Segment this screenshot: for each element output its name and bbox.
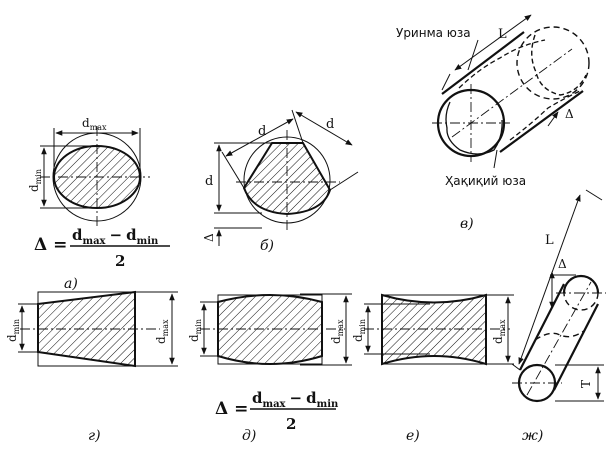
L-dimension-v bbox=[454, 14, 532, 71]
axis-line-v bbox=[451, 48, 573, 138]
ext-line-b4 bbox=[221, 151, 245, 189]
dmin-label-e: dmin bbox=[351, 319, 367, 342]
caption-g: г) bbox=[88, 428, 101, 444]
barrel-section-d bbox=[217, 294, 323, 365]
delta-label-v: Δ bbox=[565, 107, 574, 121]
formula-delta-2: Δ = bbox=[215, 399, 248, 419]
ext-line-b6 bbox=[329, 171, 359, 191]
dmax-label-a: dmax bbox=[82, 116, 107, 132]
ext-line-zh2 bbox=[585, 189, 603, 201]
caption-e: е) bbox=[406, 428, 420, 444]
generator-right-zh bbox=[553, 303, 599, 391]
generator-bottom-v bbox=[499, 90, 584, 153]
figure-g-taper: dmin dmax bbox=[5, 290, 178, 368]
dmin-label-g: dmin bbox=[5, 319, 21, 342]
dmax-label-e: dminmax bbox=[491, 319, 507, 344]
dmin-label-d: dmin bbox=[187, 319, 203, 342]
rear-circle-v bbox=[516, 26, 590, 100]
formula-delta-1: Δ = bbox=[34, 235, 67, 255]
barrel-box-d bbox=[217, 294, 323, 365]
bent-profile-zh bbox=[534, 329, 586, 341]
d-slanted-dimension-b1 bbox=[225, 118, 294, 157]
generator-left-zh bbox=[519, 283, 565, 371]
T-label-zh: Т bbox=[579, 380, 593, 388]
d-slanted-dimension-b2 bbox=[295, 111, 353, 146]
rear-actual-profile-v bbox=[531, 34, 587, 96]
formula-numerator-2: dmax−dmin bbox=[252, 389, 339, 410]
figure-v-cylinder: L Δ Уринма юза Ҳақиқий юза bbox=[396, 14, 590, 188]
leader-actual-v bbox=[493, 149, 498, 169]
formula-denominator-2: 2 bbox=[286, 415, 296, 433]
nominal-surface-label: Уринма юза bbox=[396, 26, 471, 40]
actual-profile-side-v2 bbox=[509, 89, 583, 141]
dmax-label-g: dmax bbox=[154, 319, 170, 344]
figure-d-barrel: dmin dmax bbox=[187, 293, 352, 366]
caption-zh: ж) bbox=[522, 428, 543, 444]
L-label-v: L bbox=[498, 27, 507, 42]
formula-bottom: Δ = dmax−dmin 2 bbox=[215, 389, 339, 433]
ext-line-v1 bbox=[441, 73, 451, 91]
formula-numerator-1: dmax−dmin bbox=[72, 226, 159, 247]
lobed-section-b bbox=[242, 142, 332, 216]
actual-surface-label: Ҳақиқий юза bbox=[445, 174, 526, 188]
ext-line-zh1 bbox=[511, 363, 521, 371]
d-label-b-vertical: d bbox=[205, 174, 213, 189]
leader-nominal-v bbox=[467, 39, 479, 71]
front-actual-profile-v bbox=[445, 101, 503, 155]
caption-d: д) bbox=[242, 428, 256, 444]
figure-a-ovality: dmax dmin bbox=[27, 116, 150, 226]
dmin-label-a: dmin bbox=[27, 169, 43, 192]
figure-b-lobing: d Δ d d bbox=[202, 109, 359, 246]
d-label-b-right: d bbox=[326, 117, 334, 132]
top-circle-arc-zh bbox=[562, 274, 600, 294]
caption-a: а) bbox=[64, 276, 78, 292]
d-label-b-left: d bbox=[258, 124, 266, 139]
formula-top: Δ = dmax−dmin 2 bbox=[34, 226, 170, 270]
saddle-box-e bbox=[381, 294, 487, 365]
delta-arrow-v bbox=[547, 111, 559, 127]
delta-label-zh: Δ bbox=[558, 257, 567, 271]
caption-b: б) bbox=[260, 238, 274, 254]
delta-label-b: Δ bbox=[202, 233, 216, 242]
figure-e-saddle: dmin dminmax bbox=[351, 293, 514, 366]
L-label-zh: L bbox=[545, 233, 554, 248]
formula-denominator-1: 2 bbox=[115, 252, 125, 270]
generator-top-v bbox=[441, 31, 525, 95]
dmax-label-d: dmax bbox=[329, 319, 345, 344]
caption-v: в) bbox=[460, 216, 474, 232]
figure-zh-curvature: L Δ Т bbox=[511, 189, 606, 403]
